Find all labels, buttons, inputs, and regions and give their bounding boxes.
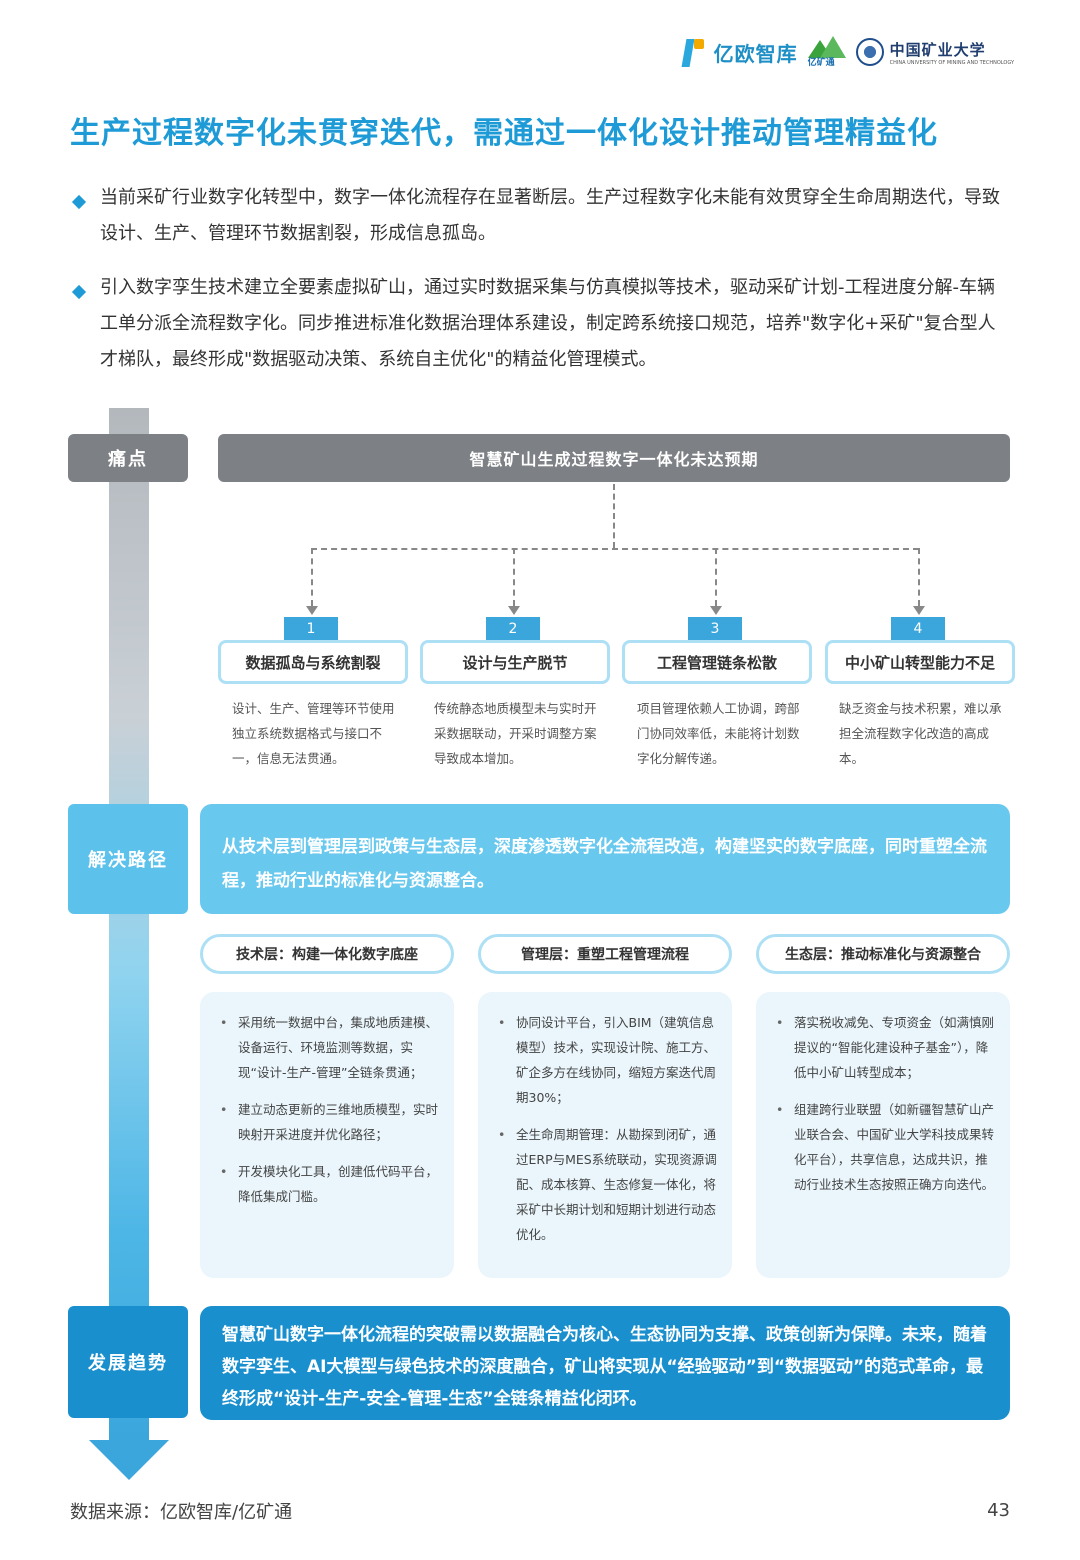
pain-number-1: 1 <box>284 617 338 641</box>
list-item: 落实税收减免、专项资金（如满慎刚提议的“智能化建设种子基金”），降低中小矿山转型… <box>776 1010 996 1085</box>
yikuangtong-logo: 亿矿通 <box>807 36 846 68</box>
timeline-bar <box>109 408 149 1440</box>
university-seal-icon <box>855 38 884 66</box>
bullet-paragraph-1: 当前采矿行业数字化转型中，数字一体化流程存在显著断层。生产过程数字化未能有效贯穿… <box>70 187 1010 252</box>
cumt-name-en: CHINA UNIVERSITY OF MINING AND TECHNOLOG… <box>889 59 1014 66</box>
list-item: 开发模块化工具，创建低代码平台，降低集成门槛。 <box>220 1159 440 1209</box>
pain-desc-4: 缺乏资金与技术积累，难以承担全流程数字化改造的高成本。 <box>839 701 1002 766</box>
arrow-down-icon <box>913 606 925 615</box>
pain-card-4: 中小矿山转型能力不足 <box>825 640 1015 684</box>
pain-headline: 智慧矿山生成过程数字一体化未达预期 <box>218 434 1010 482</box>
connector-line <box>715 548 717 606</box>
solution-banner: 从技术层到管理层到政策与生态层，深度渗透数字化全流程改造，构建坚实的数字底座，同… <box>200 804 1010 914</box>
pain-number-4: 4 <box>891 617 945 641</box>
bullet-text: 当前采矿行业数字化转型中，数字一体化流程存在显著断层。生产过程数字化未能有效贯穿… <box>100 187 1000 244</box>
yiou-logo: 亿欧智库 <box>682 37 798 67</box>
list-item: 建立动态更新的三维地质模型，实时映射开采进度并优化路径； <box>220 1097 440 1147</box>
connector-line <box>613 484 615 548</box>
list-item: 采用统一数据中台，集成地质建模、设备运行、环境监测等数据，实现“设计-生产-管理… <box>220 1010 440 1085</box>
layer-panel-management: 协同设计平台，引入BIM（建筑信息模型）技术，实现设计院、施工方、矿企多方在线协… <box>478 992 732 1278</box>
diamond-bullet-icon <box>71 284 87 300</box>
label-trend: 发展趋势 <box>68 1306 188 1418</box>
yiou-logo-text: 亿欧智库 <box>713 41 798 66</box>
pain-desc-3: 项目管理依赖人工协调，跨部门协同效率低，未能将计划数字化分解传递。 <box>637 701 800 766</box>
pain-card-3: 工程管理链条松散 <box>622 640 812 684</box>
layer-title-management: 管理层：重塑工程管理流程 <box>478 934 732 974</box>
pain-number-2: 2 <box>486 617 540 641</box>
connector-line <box>918 548 920 606</box>
yikuangtong-logo-text: 亿矿通 <box>807 58 835 68</box>
label-pain: 痛点 <box>68 434 188 482</box>
header-logos: 亿欧智库 亿矿通 中国矿业大学 CHINA UNIVERSITY OF MINI… <box>682 36 1014 68</box>
arrow-down-icon <box>306 606 318 615</box>
yiou-logo-icon <box>682 37 708 67</box>
trend-banner: 智慧矿山数字一体化流程的突破需以数据融合为核心、生态协同为支撑、政策创新为保障。… <box>200 1306 1010 1420</box>
arrow-down-icon <box>710 606 722 615</box>
pain-card-1: 数据孤岛与系统割裂 <box>218 640 408 684</box>
connector-line <box>311 548 919 550</box>
cumt-name-cn: 中国矿业大学 <box>889 40 986 59</box>
pain-desc-2: 传统静态地质模型未与实时开采数据联动，开采时调整方案导致成本增加。 <box>434 701 597 766</box>
pain-card-2: 设计与生产脱节 <box>420 640 610 684</box>
pain-number-3: 3 <box>688 617 742 641</box>
arrow-down-icon <box>508 606 520 615</box>
timeline-arrow-icon <box>89 1440 169 1480</box>
page-number: 43 <box>987 1500 1010 1521</box>
layer-panel-ecology: 落实税收减免、专项资金（如满慎刚提议的“智能化建设种子基金”），降低中小矿山转型… <box>756 992 1010 1278</box>
layer-title-ecology: 生态层：推动标准化与资源整合 <box>756 934 1010 974</box>
bullet-text: 引入数字孪生技术建立全要素虚拟矿山，通过实时数据采集与仿真模拟等技术，驱动采矿计… <box>100 277 996 370</box>
diamond-bullet-icon <box>71 194 87 210</box>
list-item: 全生命周期管理：从勘探到闭矿，通过ERP与MES系统联动，实现资源调配、成本核算… <box>498 1122 718 1247</box>
page-title: 生产过程数字化未贯穿迭代，需通过一体化设计推动管理精益化 <box>70 116 938 151</box>
connector-line <box>311 548 313 606</box>
connector-line <box>513 548 515 606</box>
layer-title-tech: 技术层：构建一体化数字底座 <box>200 934 454 974</box>
layer-panel-tech: 采用统一数据中台，集成地质建模、设备运行、环境监测等数据，实现“设计-生产-管理… <box>200 992 454 1278</box>
label-solution: 解决路径 <box>68 804 188 914</box>
pain-desc-1: 设计、生产、管理等环节使用独立系统数据格式与接口不一，信息无法贯通。 <box>232 701 395 766</box>
data-source: 数据来源：亿欧智库/亿矿通 <box>70 1502 293 1523</box>
bullet-paragraph-2: 引入数字孪生技术建立全要素虚拟矿山，通过实时数据采集与仿真模拟等技术，驱动采矿计… <box>70 277 1010 378</box>
cumt-logo: 中国矿业大学 CHINA UNIVERSITY OF MINING AND TE… <box>855 38 1014 66</box>
list-item: 组建跨行业联盟（如新疆智慧矿山产业联合会、中国矿业大学科技成果转化平台），共享信… <box>776 1097 996 1197</box>
list-item: 协同设计平台，引入BIM（建筑信息模型）技术，实现设计院、施工方、矿企多方在线协… <box>498 1010 718 1110</box>
